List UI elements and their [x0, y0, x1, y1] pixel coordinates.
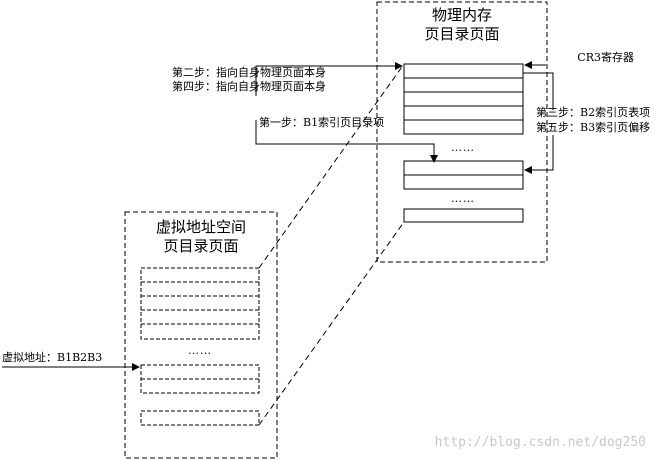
cr3-label: CR3寄存器: [577, 50, 634, 64]
virtual-page-entry: [140, 410, 260, 426]
virtual-space-frame: [124, 211, 278, 459]
step1-arrow: [255, 120, 438, 163]
step3-label: 第三步：B2索引页表项: [536, 105, 650, 119]
physical-memory-title: 物理内存: [432, 6, 492, 24]
virtual-address-label: 虚拟地址：B1B2B3: [2, 350, 102, 364]
virtual-dots: ……: [188, 344, 212, 357]
step1-label: 第一步：B1索引页目录项: [259, 115, 384, 129]
virtual-space-subtitle: 页目录页面: [163, 237, 238, 255]
step5-label: 第五步：B3索引页偏移: [536, 120, 650, 134]
step2-step4-arrow: [255, 62, 403, 96]
step3-step5-arrow: [524, 135, 554, 174]
step3-step5-bracket: [523, 72, 554, 110]
physical-dots-top: ……: [451, 141, 475, 154]
virtual-page-table: [140, 364, 260, 394]
step4-label: 第四步：指向自身物理页面本身: [172, 79, 326, 93]
virtual-page-directory-table: [140, 267, 260, 340]
step2-label: 第二步：指向自身物理页面本身: [172, 65, 326, 79]
physical-memory-subtitle: 页目录页面: [424, 25, 499, 43]
physical-memory-frame: [376, 1, 548, 263]
virtual-space-title: 虚拟地址空间: [156, 218, 246, 236]
physical-page-directory-table: [403, 63, 524, 135]
physical-page-table: [403, 160, 524, 190]
mapping-line-bottom: [258, 221, 405, 426]
watermark: http://blog.csdn.net/dog250: [435, 435, 646, 450]
physical-page-entry: [403, 208, 524, 223]
physical-dots-bottom: ……: [451, 192, 475, 205]
mapping-line-top: [258, 63, 405, 269]
